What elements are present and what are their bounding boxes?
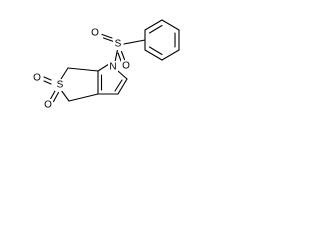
bond bbox=[97, 63, 110, 72]
nitrogen-label: N bbox=[109, 62, 116, 73]
pyrrole-ring bbox=[97, 63, 128, 95]
chemical-structure: S O O N S O O bbox=[32, 19, 180, 111]
bond bbox=[144, 49, 163, 61]
bond bbox=[144, 19, 163, 31]
bond bbox=[68, 93, 99, 102]
atom-labels: S O O N S O O bbox=[32, 27, 131, 111]
double-bond bbox=[102, 37, 115, 43]
bond bbox=[67, 67, 99, 72]
sulfolane-ring bbox=[43, 67, 99, 103]
benzene-ring bbox=[144, 19, 180, 61]
bond bbox=[117, 70, 128, 80]
aromatic-double-bond bbox=[148, 46, 163, 56]
ring-sulfur-label: S bbox=[57, 80, 64, 91]
double-bond bbox=[114, 79, 123, 92]
bond bbox=[123, 39, 146, 45]
sulfonyl-sulfur-label: S bbox=[115, 39, 122, 50]
bond bbox=[161, 49, 180, 61]
double-bond bbox=[43, 76, 52, 81]
double-bond bbox=[120, 50, 126, 61]
bond bbox=[60, 89, 70, 102]
double-bond bbox=[43, 80, 52, 85]
double-bond bbox=[101, 33, 113, 39]
aromatic-double-bond bbox=[148, 24, 163, 34]
double-bond bbox=[117, 52, 122, 62]
sulfonyl-oxygen-bottom-label: O bbox=[122, 61, 130, 72]
sulfonyl-group bbox=[101, 33, 146, 63]
ring-oxygen-left-label: O bbox=[33, 73, 41, 84]
bond bbox=[60, 67, 69, 80]
sulfonyl-oxygen-top-label: O bbox=[91, 28, 99, 39]
double-bond bbox=[49, 90, 56, 101]
bond bbox=[161, 19, 180, 31]
bond bbox=[117, 78, 128, 95]
double-bond bbox=[52, 91, 60, 103]
ring-oxygen-bottom-label: O bbox=[44, 100, 52, 111]
